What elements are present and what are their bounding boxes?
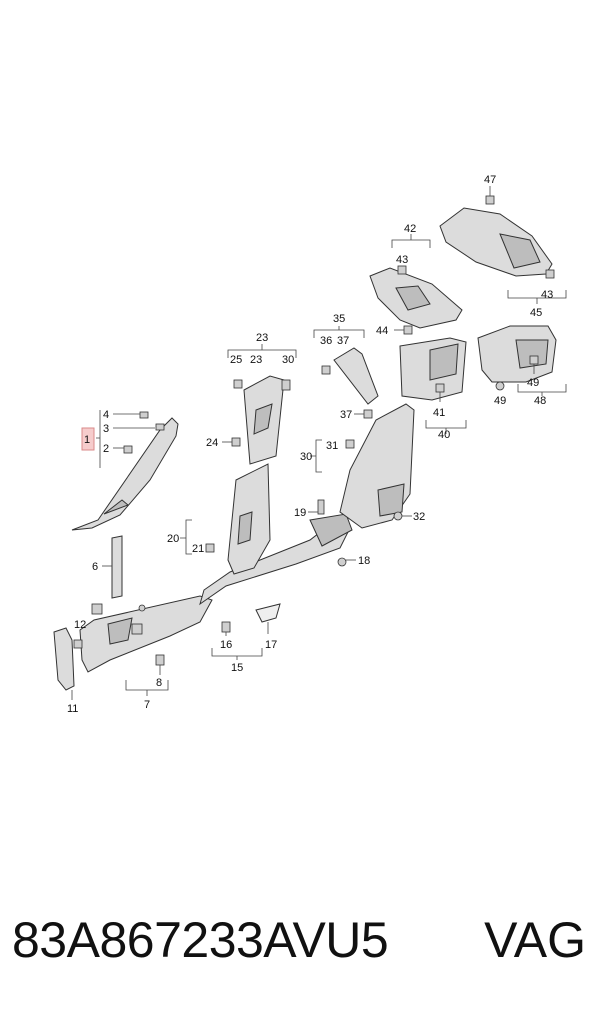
callout-32: 32 xyxy=(413,511,425,523)
callout-48: 49 xyxy=(527,377,539,389)
callout-2: 2 xyxy=(103,443,109,455)
caption-bar: 83A867233AVU5 VAG xyxy=(0,900,600,980)
callout-36: 36 xyxy=(320,335,332,347)
callout-21: 21 xyxy=(192,543,204,555)
c-pillar-upper-trim xyxy=(333,347,379,405)
callout-41: 41 xyxy=(433,407,445,419)
callout-17: 17 xyxy=(265,639,277,651)
upper-rear-trim xyxy=(369,267,463,329)
seal-strip xyxy=(111,535,123,599)
callout-1: 1 xyxy=(84,434,90,446)
callout-44: 44 xyxy=(376,325,388,337)
callout-18: 18 xyxy=(358,555,370,567)
highlight-marker xyxy=(81,427,95,451)
callout-24: 30 xyxy=(282,354,294,366)
callout-45: 45 xyxy=(530,307,542,319)
callout-25: 25 xyxy=(230,354,242,366)
callout-40: 40 xyxy=(438,429,450,441)
a-pillar-trim xyxy=(71,411,179,531)
callout-20: 20 xyxy=(167,533,179,545)
rear-upper-panel xyxy=(439,207,553,277)
callout-42: 42 xyxy=(404,223,416,235)
callout-30: 30 xyxy=(300,451,312,463)
callout-43: 43 xyxy=(541,289,553,301)
part-number: 83A867233AVU5 xyxy=(12,912,389,968)
callout-8: 8 xyxy=(156,677,162,689)
callout-22: 23 xyxy=(256,332,268,344)
callout-12: 12 xyxy=(74,619,86,631)
front-sill-trim xyxy=(79,595,213,673)
callout-4: 4 xyxy=(103,409,109,421)
b-pillar-lower-trim xyxy=(227,463,271,575)
b-pillar-upper-trim xyxy=(243,375,285,465)
c-pillar-lower-trim xyxy=(339,403,415,529)
callout-23: 24 xyxy=(206,437,218,449)
callout-7: 7 xyxy=(144,699,150,711)
callout-37: 37 xyxy=(340,409,352,421)
brand-label: VAG xyxy=(484,912,586,968)
callout-16: 16 xyxy=(220,639,232,651)
rear-sill-trim xyxy=(199,513,353,606)
callout-23-top: 23 xyxy=(250,354,262,366)
callout-6: 6 xyxy=(92,561,98,573)
bracket xyxy=(53,627,75,691)
callout-31: 31 xyxy=(326,440,338,452)
rear-quarter-panel xyxy=(477,325,557,383)
callout-49: 49 xyxy=(494,395,506,407)
callout-15: 15 xyxy=(231,662,243,674)
callout-35: 35 xyxy=(333,313,345,325)
exploded-parts-diagram: 1 2 3 4 6 7 8 11 12 16 17 15 18 19 xyxy=(53,174,567,715)
callout-43-top: 43 xyxy=(396,254,408,266)
trunk-side-panel xyxy=(399,337,467,401)
callout-46: 47 xyxy=(484,174,496,186)
callout-47: 48 xyxy=(534,395,546,407)
callout-11: 11 xyxy=(67,703,78,715)
callout-19: 19 xyxy=(294,507,306,519)
callout-3: 3 xyxy=(103,423,109,435)
callout-37-top: 37 xyxy=(337,335,349,347)
